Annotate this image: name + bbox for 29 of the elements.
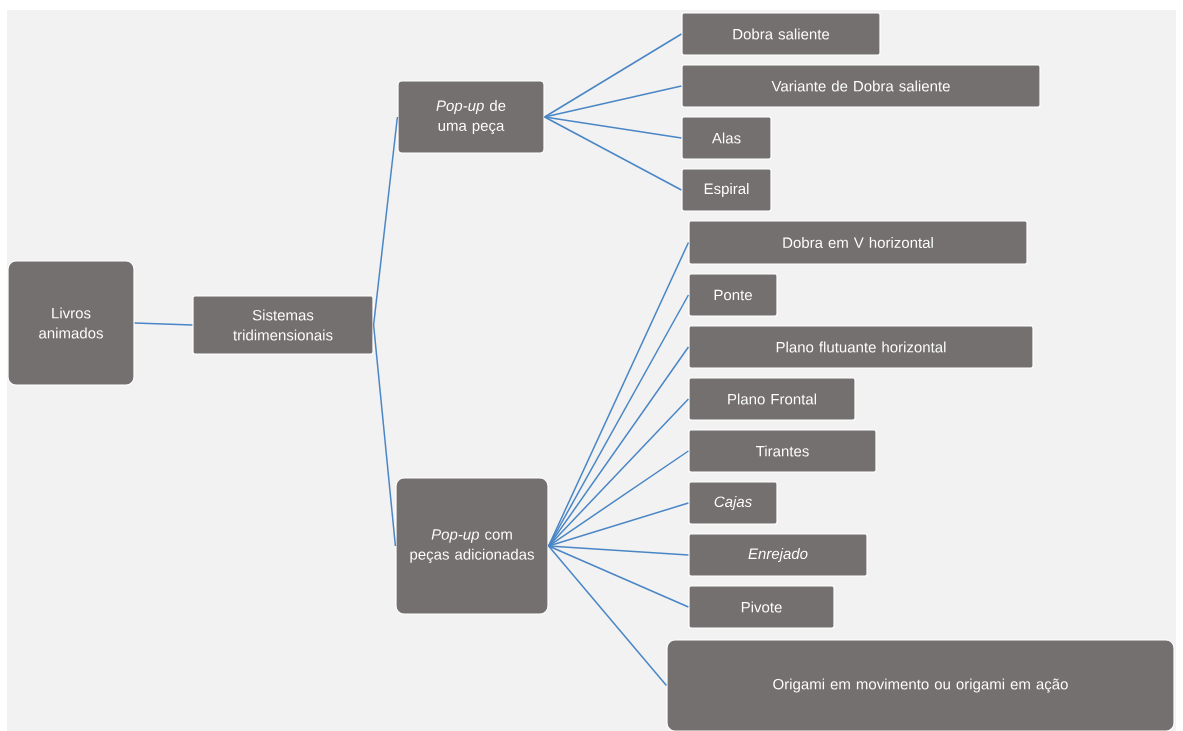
connector-line <box>547 502 690 547</box>
topic-box: Origami em movimento ou origami em ação <box>666 639 1175 731</box>
connector-line <box>543 33 683 118</box>
topic-box: Plano flutuante horizontal <box>688 325 1034 369</box>
connector-line <box>372 324 397 547</box>
topic-box: Plano Frontal <box>688 377 856 421</box>
topic-box: Tirantes <box>688 429 877 473</box>
topic-box: Pop-up de uma peça <box>397 80 545 154</box>
topic-box: Variante de Dobra saliente <box>681 64 1041 108</box>
connector-line <box>133 322 194 326</box>
topic-box: Sistemas tridimensionais <box>192 295 374 355</box>
topic-box: Dobra em V horizontal <box>688 220 1028 265</box>
topic-box: Cajas <box>688 481 778 525</box>
connector-line <box>547 241 690 547</box>
topic-box: Espiral <box>681 168 772 212</box>
topic-box: Alas <box>681 116 772 160</box>
topic-box: Ponte <box>688 273 778 317</box>
topic-box: Pivote <box>688 585 835 629</box>
connector-line <box>543 116 683 139</box>
connector-line <box>543 116 683 191</box>
connector-line <box>547 545 668 687</box>
connector-line <box>547 545 690 608</box>
topic-box: Pop-up com peças adicionadas <box>395 477 549 615</box>
connector-line <box>543 85 683 118</box>
topic-box: Enrejado <box>688 533 868 577</box>
connector-line <box>547 346 690 547</box>
topic-box: Livros animados <box>7 260 135 386</box>
connector-line <box>372 116 399 326</box>
topic-box: Dobra saliente <box>681 12 881 56</box>
